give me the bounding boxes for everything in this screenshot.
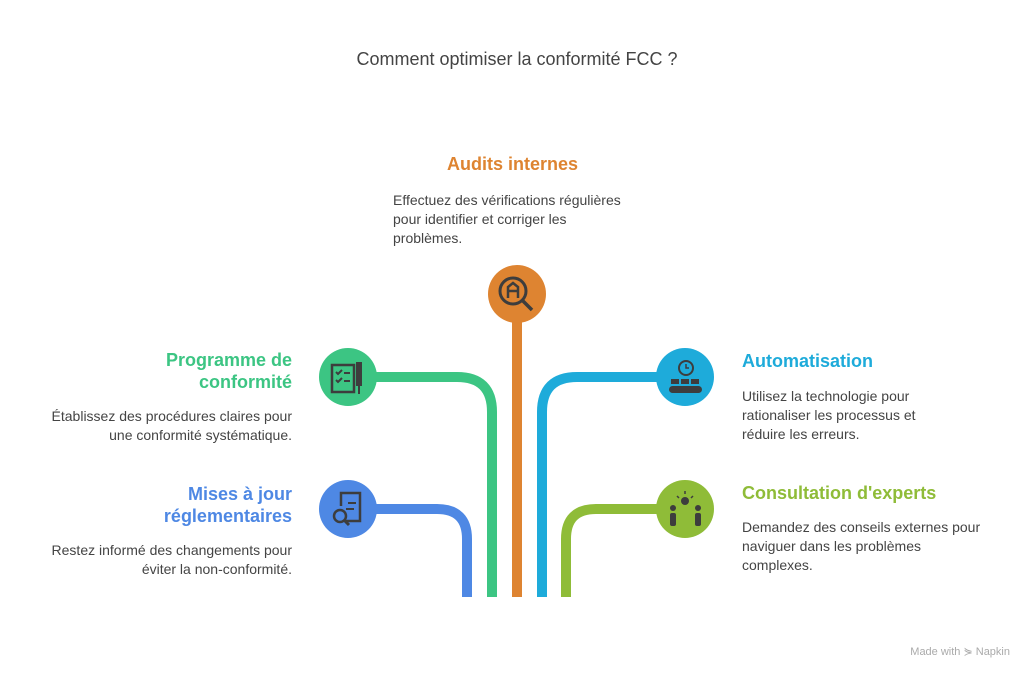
line-automatisation: [537, 372, 657, 597]
text-programme: Établissez des procédures claires pour u…: [51, 408, 292, 443]
heading-automatisation: Automatisation: [742, 351, 874, 371]
heading-programme: Programme de conformité: [165, 350, 292, 392]
clock-conveyor-icon: [656, 348, 714, 406]
text-automatisation: Utilisez la technologie pour rationalise…: [742, 388, 916, 442]
document-search-icon: [319, 480, 377, 538]
diagram-title: Comment optimiser la conformité FCC ?: [356, 49, 678, 69]
checklist-pen-icon: [319, 348, 377, 406]
line-mises: [376, 504, 472, 597]
line-programme: [376, 372, 497, 597]
text-audits: Effectuez des vérifications régulières p…: [393, 192, 621, 246]
text-consultation: Demandez des conseils externes pour navi…: [742, 519, 981, 573]
people-idea-icon: [656, 480, 714, 538]
heading-mises: Mises à jour réglementaires: [163, 484, 292, 526]
heading-consultation: Consultation d'experts: [742, 483, 937, 503]
audit-magnifier-icon: [488, 265, 546, 323]
napkin-watermark: Made with ⋟ Napkin: [910, 646, 1010, 658]
heading-audits: Audits internes: [447, 154, 579, 174]
text-mises: Restez informé des changements pour évit…: [51, 542, 292, 577]
line-consultation: [561, 504, 657, 597]
